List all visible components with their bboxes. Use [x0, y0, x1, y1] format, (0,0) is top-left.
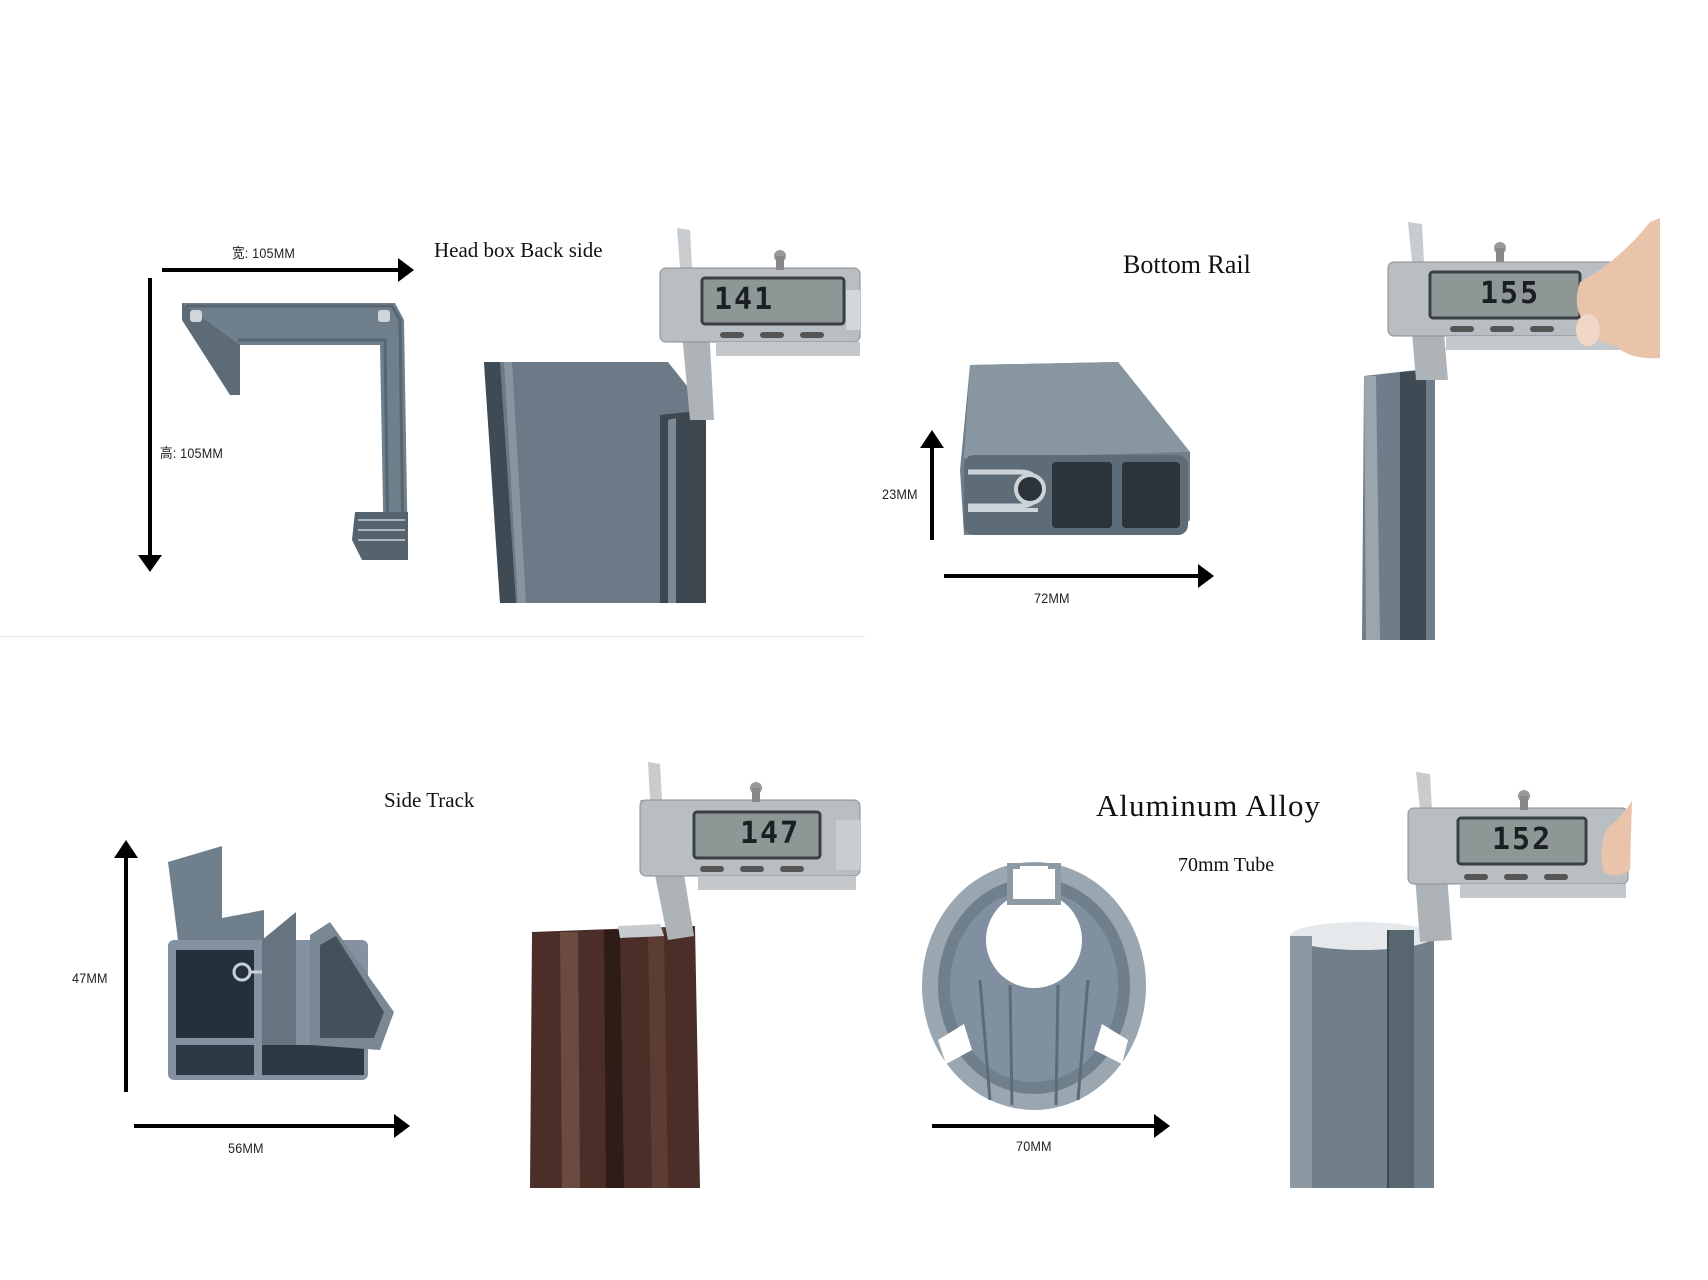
tube-panel: Aluminum Alloy 70mm Tube 70MM 152	[860, 640, 1708, 1280]
tube-profile	[922, 862, 1146, 1110]
tube-caliper-reading: 152	[1492, 822, 1553, 857]
head-box-profile	[182, 303, 408, 560]
head-box-title: Head box Back side	[434, 238, 603, 262]
arrow-up-icon	[114, 840, 138, 1092]
bottom-rail-profile	[960, 362, 1190, 535]
bottom-rail-graphics	[920, 218, 1660, 640]
hand-photo	[1576, 218, 1660, 359]
bottom-rail-side-photo	[1362, 368, 1435, 640]
arrow-right-icon	[134, 1114, 410, 1138]
tube-subtitle: 70mm Tube	[1178, 854, 1275, 876]
tube-graphics	[922, 772, 1632, 1188]
bottom-rail-width-label: 72MM	[1034, 590, 1070, 606]
side-track-width-label: 56MM	[228, 1140, 264, 1156]
hand-photo	[1601, 800, 1632, 876]
side-track-caliper-reading: 147	[740, 816, 801, 851]
bottom-rail-title: Bottom Rail	[1123, 250, 1251, 279]
arrow-right-icon	[162, 258, 414, 282]
head-box-panel: Head box Back side 宽: 105MM 高: 105MM 141	[0, 0, 861, 640]
head-box-height-label: 高: 105MM	[160, 445, 224, 461]
arrow-right-icon	[944, 564, 1214, 588]
panel-divider	[0, 636, 865, 637]
tube-width-label: 70MM	[1016, 1138, 1052, 1154]
tube-side-photo	[1290, 922, 1434, 1188]
head-box-width-label: 宽: 105MM	[232, 245, 296, 261]
digital-caliper-icon	[659, 228, 861, 420]
side-track-title: Side Track	[384, 788, 475, 812]
bottom-rail-height-label: 23MM	[882, 486, 918, 502]
tube-title: Aluminum Alloy	[1096, 788, 1321, 823]
arrow-down-icon	[138, 278, 162, 572]
side-track-graphics	[114, 762, 861, 1188]
head-box-side-photo	[484, 362, 706, 603]
bottom-rail-caliper-reading: 155	[1480, 276, 1541, 311]
digital-caliper-icon	[1407, 772, 1629, 942]
digital-caliper-icon	[639, 762, 861, 940]
side-track-height-label: 47MM	[72, 970, 108, 986]
arrow-right-icon	[932, 1114, 1170, 1138]
side-track-panel: Side Track 47MM 56MM 147	[0, 640, 861, 1280]
bottom-rail-panel: Bottom Rail 23MM 72MM 155	[860, 0, 1708, 640]
side-track-profile	[168, 846, 394, 1080]
head-box-caliper-reading: 141	[714, 282, 775, 317]
side-track-side-photo	[530, 924, 700, 1188]
arrow-up-icon	[920, 430, 944, 540]
head-box-graphics	[138, 228, 861, 603]
